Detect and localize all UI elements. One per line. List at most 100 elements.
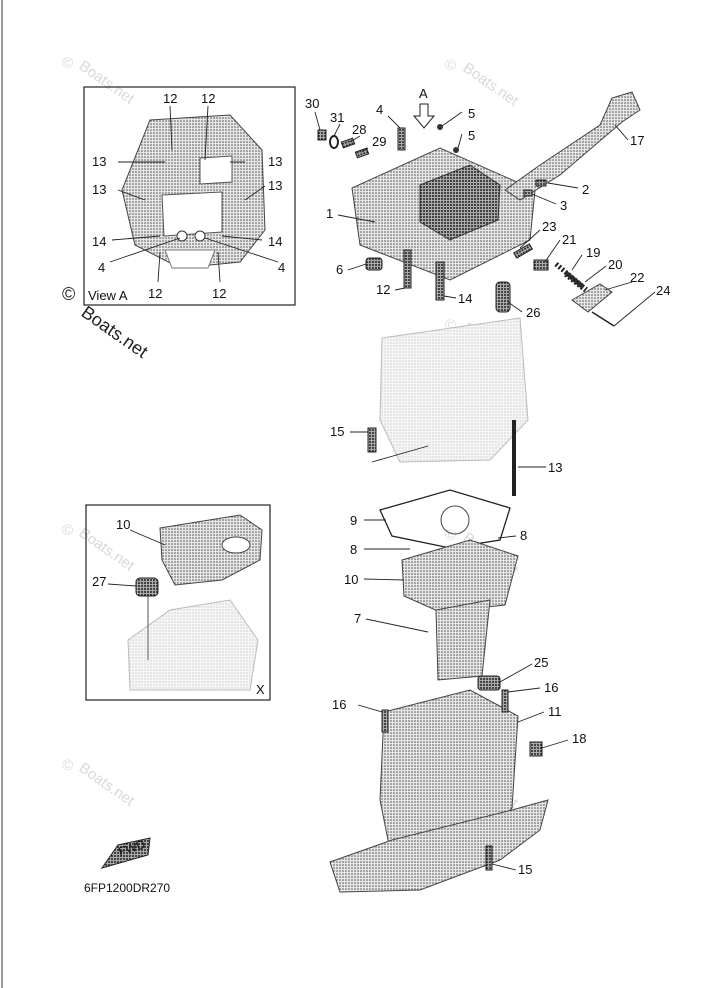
view-a-arrow-icon [412,103,436,129]
upper-oil-pan-assembly [317,91,641,496]
view-a-label: View A [88,288,128,303]
inset-x-bore [221,536,251,554]
callout-21: 21 [562,232,576,247]
view-a-callout-12: 12 [148,286,162,301]
part-15-bolt-lower [485,845,493,871]
watermark-symbol: © [445,527,456,544]
watermark-symbol: © [62,522,73,539]
main-leaders [314,111,656,871]
view-a-opening [199,155,233,185]
part-9-gasket [379,489,511,549]
callout-23: 23 [542,219,556,234]
view-a-callout-13: 13 [92,182,106,197]
part-21 [533,259,549,271]
callout-8: 8 [520,528,527,543]
part-20-spring [564,271,588,293]
inset-x-frame [85,504,271,701]
view-a-frame [83,86,296,306]
watermark-symbol-strong: © [62,284,75,304]
part-22 [571,283,613,313]
part-9-gasket-hole [440,505,470,535]
part-2 [535,179,547,187]
part-25 [477,675,501,691]
part-26 [495,281,511,313]
callout-30: 30 [305,96,319,111]
part-31-o-ring [329,135,339,149]
forward-arrow: FWD [100,837,151,869]
part-10-exhaust-guide [401,539,519,613]
view-a-callout-12: 12 [163,91,177,106]
part-1-pan-cavity [419,164,501,241]
callout-10: 10 [344,572,358,587]
part-5 [453,147,459,153]
part-18 [529,741,543,757]
part-12-bolt [403,249,412,289]
view-a-callout-14: 14 [268,234,282,249]
view-a-callout-14: 14 [92,234,106,249]
callout-16: 16 [544,680,558,695]
view-a-callout-13: 13 [268,154,282,169]
watermark-symbol: © [62,55,73,72]
callout-17: 17 [630,133,644,148]
view-a-callout-13: 13 [268,178,282,193]
callout-8: 8 [350,542,357,557]
view-a-lower-opening [164,249,216,269]
view-a-arrow-label: A [419,86,428,101]
callout-6: 6 [336,262,343,277]
lower-assembly [329,539,549,893]
callout-3: 3 [560,198,567,213]
part-19-spring [554,262,584,288]
part-3 [523,189,533,197]
callout-19: 19 [586,245,600,260]
inset-x-leader [107,583,137,587]
view-a-bolt-hole [194,230,206,242]
inset-x-bearing-27 [135,577,159,597]
view-a-callout-12: 12 [212,286,226,301]
part-15-bolt [367,427,377,453]
part-30 [317,129,327,141]
callout-11: 11 [548,704,562,719]
inset-x-callout-10: 10 [116,517,130,532]
diagram-code: 6FP1200DR270 [84,881,170,895]
callout-26: 26 [526,305,540,320]
callout-16: 16 [332,697,346,712]
callout-20: 20 [608,257,622,272]
part-23 [513,243,533,259]
part-14-bolt [435,261,445,301]
callout-12: 12 [376,282,390,297]
view-a-bolt-hole [176,230,188,242]
callout-5: 5 [468,128,475,143]
anti-cavitation-plate [329,799,549,893]
callout-14: 14 [458,291,472,306]
inset-x-leader [129,529,166,546]
callout-4: 4 [376,102,383,117]
part-24 [591,311,615,327]
part-29 [354,147,370,159]
inset-x-label: X [256,682,265,697]
callout-2: 2 [582,182,589,197]
watermark-brand: Boats.net [76,57,138,108]
watermark-symbol: © [445,57,456,74]
part-10-tube [435,599,491,681]
callout-13: 13 [548,460,562,475]
callout-7: 7 [354,611,361,626]
part-16-bolt [381,709,389,733]
part-6 [365,257,383,271]
callout-15: 15 [518,862,532,877]
inset-x-callout-27: 27 [92,574,106,589]
view-a-callout-12: 12 [201,91,215,106]
part-5 [437,124,443,130]
part-28 [340,137,356,149]
watermark-symbol: © [445,317,456,334]
callout-18: 18 [572,731,586,746]
callout-31: 31 [330,110,344,125]
part-4-bolt [397,127,406,151]
part-16-bolt [501,689,509,713]
callout-28: 28 [352,122,366,137]
view-a-arrow: A [412,86,436,129]
view-a-callout-4: 4 [278,260,285,275]
view-a-callout-13: 13 [92,154,106,169]
view-a-callout-4: 4 [98,260,105,275]
view-a-drawing [121,114,266,269]
view-a-oil-pan-shape [121,114,266,269]
